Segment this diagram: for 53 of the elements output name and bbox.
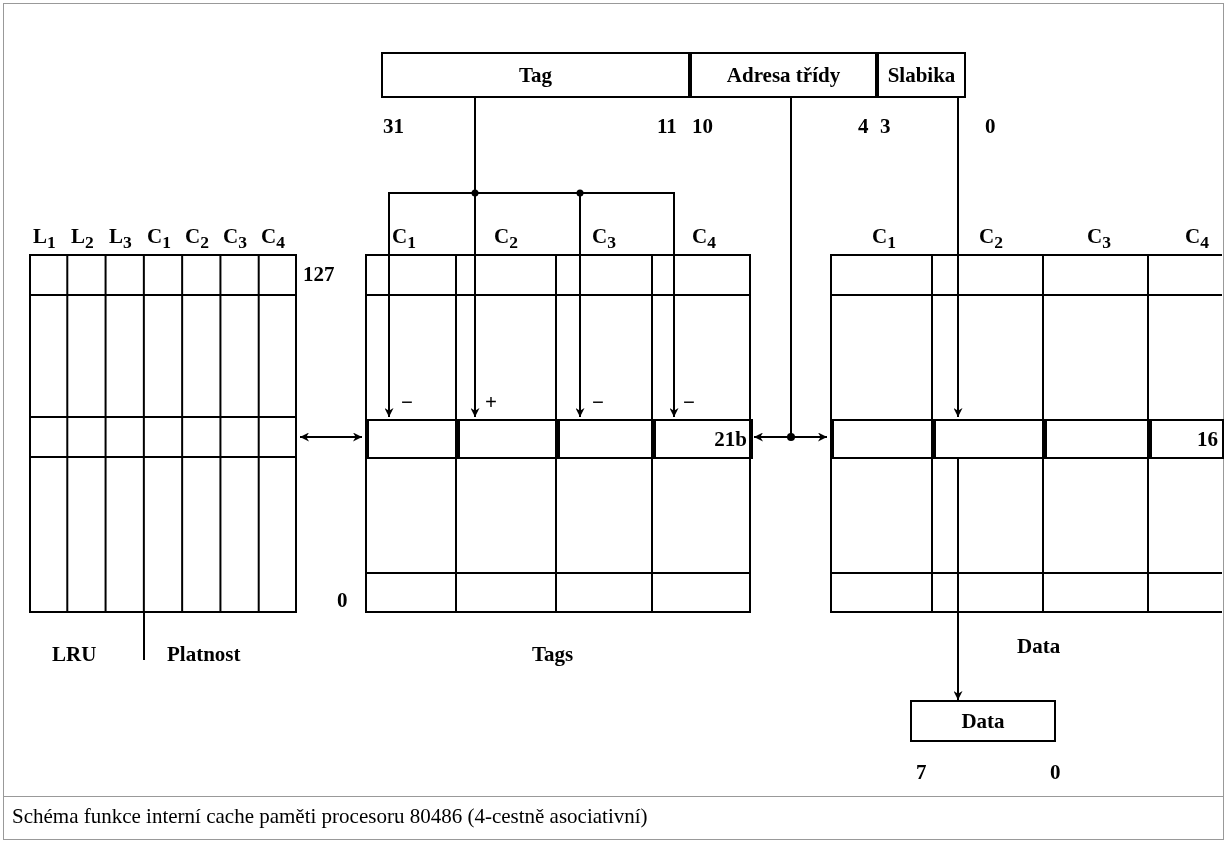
column-header: C$_{1}$ <box>872 224 896 255</box>
table-row-cell <box>934 419 1045 459</box>
bit-number: 10 <box>692 114 713 138</box>
compare-result-sign: + <box>485 390 497 414</box>
bit-number: 3 <box>880 114 891 138</box>
column-header: C$_{3}$ <box>1087 224 1111 255</box>
column-header: C$_{2}$ <box>185 224 209 255</box>
compare-result-sign: − <box>683 390 695 414</box>
cell-value: 16 <box>1197 427 1218 451</box>
field-label: Tag <box>517 63 554 87</box>
bit-number: 11 <box>657 114 677 138</box>
row-index: 127 <box>303 262 335 286</box>
table-row-cell <box>654 419 753 459</box>
bit-number: 31 <box>383 114 404 138</box>
table-caption: Platnost <box>167 642 241 666</box>
connector-arrow <box>753 432 828 442</box>
column-header: L$_{3}$ <box>109 224 132 255</box>
table-row-cell <box>458 419 558 459</box>
table-row-cell <box>558 419 654 459</box>
field-label: Slabika <box>886 63 957 87</box>
column-header: C$_{2}$ <box>494 224 518 255</box>
column-header: C$_{4}$ <box>261 224 285 255</box>
column-header: C$_{3}$ <box>592 224 616 255</box>
column-header: L$_{1}$ <box>33 224 56 255</box>
table-row-cell <box>832 419 934 459</box>
table-row-cell <box>1150 419 1224 459</box>
table-row-cell <box>367 419 458 459</box>
column-header: C$_{4}$ <box>692 224 716 255</box>
compare-result-sign: − <box>401 390 413 414</box>
table-row-cell <box>1045 419 1150 459</box>
compare-result-sign: − <box>592 390 604 414</box>
row-index: 0 <box>337 588 348 612</box>
column-header: C$_{1}$ <box>392 224 416 255</box>
connector-arrow <box>299 432 363 442</box>
connector-arrow <box>474 97 679 418</box>
column-header: C$_{1}$ <box>147 224 171 255</box>
bit-number: 0 <box>1050 760 1061 784</box>
field-label: Data <box>960 709 1006 733</box>
connector-arrow <box>953 97 963 418</box>
table-caption: LRU <box>52 642 97 666</box>
column-header: C$_{3}$ <box>223 224 247 255</box>
field-label: Adresa třídy <box>725 63 842 87</box>
column-header: C$_{4}$ <box>1185 224 1209 255</box>
column-header: C$_{2}$ <box>979 224 1003 255</box>
table-caption: Tags <box>532 642 574 666</box>
bit-number: 0 <box>985 114 996 138</box>
connector-arrow <box>953 456 963 701</box>
column-header: L$_{2}$ <box>71 224 94 255</box>
cell-value: 21b <box>714 427 747 451</box>
bit-number: 7 <box>916 760 927 784</box>
table-caption: Data <box>1017 634 1061 658</box>
bit-number: 4 <box>858 114 869 138</box>
caption: Schéma funkce interní cache paměti procesoru 80486 (4-cestně asociativní) <box>12 804 648 828</box>
